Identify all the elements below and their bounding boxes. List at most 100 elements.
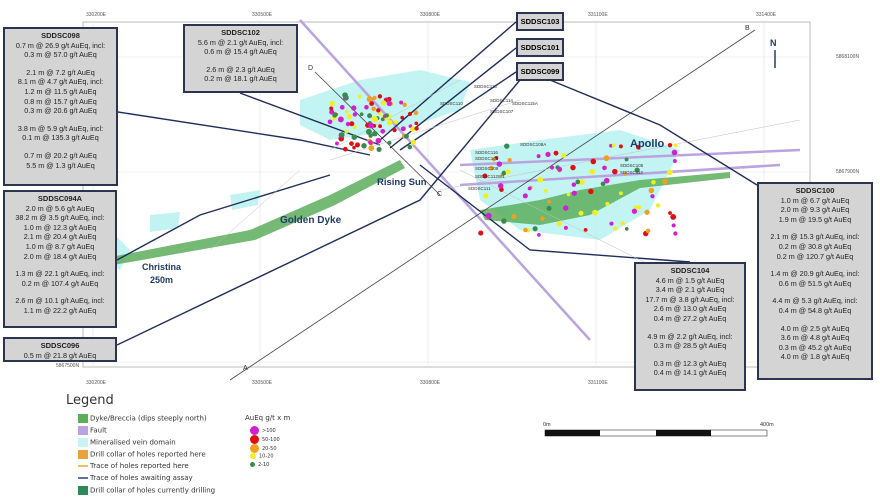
legend-title: Legend [66,393,114,408]
legend-item: Mineralised vein domain [78,438,176,447]
hole-tag-sddsc099: SDDSC099 [516,62,564,81]
scale-start: 0m [543,422,551,428]
grade-point [368,140,373,145]
grade-point [349,141,354,146]
legend-item: Drill collar of holes reported here [78,450,206,459]
grade-point [478,230,484,236]
grade-point [570,164,576,171]
section-letter: B [745,25,750,32]
area-label-rising-sun: Rising Sun [377,177,427,188]
grade-point [557,166,563,172]
intercept-line: 2.1 m @ 7.2 g/t AuEq [26,67,95,77]
grade-point [410,126,416,132]
grade-point [386,119,393,126]
grade-point [611,143,616,148]
grade-label: 20-50 [262,446,277,452]
scale-bar: 0m 400m [543,422,774,437]
spacer [5,288,115,296]
intercept-line: 0.2 m @ 107.4 g/t AuEq [21,278,99,288]
grade-point [403,133,409,139]
easting-tick: 330500E [252,12,273,18]
grade-point [354,142,361,148]
spacer [759,224,871,232]
hole-label: SDDSC106 [475,156,499,161]
intercept-line: 0.1 m @ 135.3 g/t AuEq [22,133,99,143]
grade-dot-icon [250,435,259,444]
grade-point [488,165,494,171]
grade-point [399,100,404,105]
grade-point [414,121,419,126]
grade-legend-title: AuEq g/t x m [245,414,291,422]
grade-point [492,157,497,162]
grade-point [645,228,651,234]
box-title: SDDSC102 [221,28,260,37]
box-title: SDDSC098 [41,31,80,40]
grade-point [536,154,541,159]
legend-swatch [78,438,88,447]
intercept-line: 0.3 m @ 12.3 g/t AuEq [653,358,727,368]
easting-tick: 331100E [588,380,608,386]
area-label-christina: Christina [142,262,182,272]
grade-point [650,194,655,199]
intercept-line: 2.0 m @ 18.4 g/t AuEq [23,251,97,261]
intercept-line: 0.4 m @ 54.8 g/t AuEq [778,305,852,315]
grade-point [351,134,358,140]
intercept-line: 2.6 m @ 13.0 g/t AuEq [653,304,727,314]
intercept-line: 4.4 m @ 5.3 g/t AuEq, incl: [772,296,858,306]
easting-tick: 330800E [420,380,441,386]
legend-label: Trace of holes awaiting assay [90,474,193,482]
grade-dot-icon [250,453,256,459]
grade-point [345,121,351,127]
grade-point [372,95,377,100]
intercept-line: 0.4 m @ 14.1 g/t AuEq [653,368,727,378]
grade-point [380,117,385,122]
spacer [5,143,116,151]
grade-point [540,216,545,221]
grade-point [482,173,488,179]
grade-point [377,94,383,99]
legend-item: Dyke/Breccia (dips steeply north) [78,414,207,423]
grade-point [351,105,357,111]
grade-point [483,193,489,199]
grade-point [602,165,607,171]
spacer [636,324,744,332]
grade-point [413,110,419,116]
grade-point [671,149,678,156]
intercept-line: 0.7 m @ 26.9 g/t AuEq, incl: [15,40,106,50]
grade-point [504,143,510,149]
grade-point [588,188,594,195]
grade-point [571,190,577,196]
grade-point [631,208,638,214]
grade-point [352,125,357,130]
grade-point [361,143,367,149]
grade-point [673,143,678,148]
grade-point [384,113,389,118]
section-letter: C [437,191,442,198]
grade-point [668,211,672,215]
intercept-line: 1.3 m @ 22.1 g/t AuEq, incl: [15,269,105,279]
box-title: SDDSC100 [795,186,835,195]
legend-label: Drill collar of holes currently drilling [90,486,216,495]
grade-label: 2-10 [258,462,270,468]
grade-point [579,179,585,185]
grade-point [410,139,417,146]
spacer [185,57,296,65]
dyke [85,160,730,270]
intercept-line: 0.5 m @ 21.8 g/t AuEq [23,350,97,360]
spacer [759,261,871,269]
legend-label: Mineralised vein domain [90,438,176,447]
intercept-line: 0.2 m @ 18.1 g/t AuEq [204,74,277,84]
grade-point [546,205,552,211]
hole-tag-sddsc103: SDDSC103 [516,12,564,31]
hole-label: SDDSC105 [620,163,644,168]
grade-point [376,146,382,153]
spacer [759,316,871,324]
hole-label: SDDSC109 [475,166,499,171]
intercept-line: 0.7 m @ 20.2 g/t AuEq [24,150,97,160]
area-label-golden-dyke: Golden Dyke [280,215,342,226]
grade-point [673,231,678,236]
hole-label: SDDSC111 [468,186,491,191]
grade-point [386,100,392,107]
